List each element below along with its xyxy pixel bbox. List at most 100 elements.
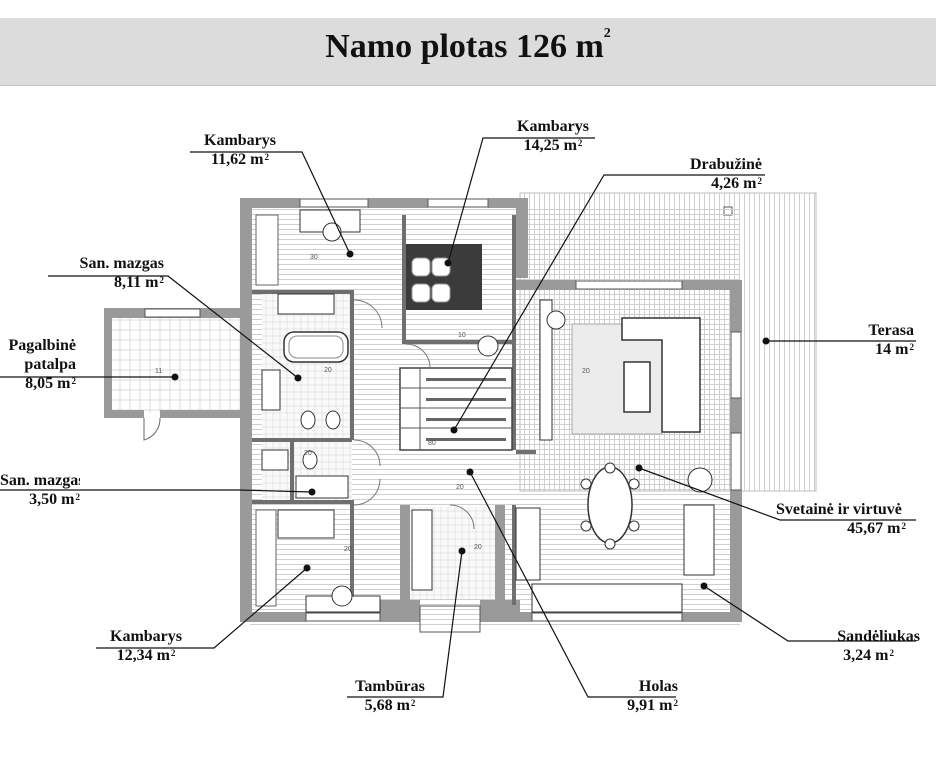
tv-unit [539, 299, 553, 441]
tambour-cabinet [411, 509, 433, 591]
label-tamburas: Tambūras 5,68 m2 [340, 677, 440, 715]
label-holas: Holas 9,91 m2 [596, 677, 678, 715]
room-name: Terasa [868, 322, 914, 339]
area-sup: 2 [757, 176, 763, 186]
room-name: Sandėliukas [837, 628, 920, 645]
label-kambarys-1162: Kambarys 11,62 m2 [186, 131, 294, 169]
plan-title-text: Namo plotas 126 m [325, 28, 604, 65]
room-area: 11,62 m [211, 151, 264, 168]
plant-living [546, 310, 566, 330]
area-sup: 2 [673, 698, 679, 708]
room-name: Holas [638, 678, 678, 695]
room-area: 9,91 m [627, 697, 673, 714]
windows [299, 198, 742, 633]
label-san-mazgas-350: San. mazgas 3,50 m2 [0, 471, 80, 509]
coffee-table [623, 361, 651, 413]
room-area: 3,24 m [843, 647, 889, 664]
rug [571, 323, 663, 435]
room-name: Drabužinė [690, 156, 762, 173]
leader-lines [0, 137, 916, 698]
bedroom-bench-top [277, 293, 335, 315]
chair-top [322, 222, 342, 242]
sofa [621, 317, 701, 433]
wc-sink [261, 449, 289, 471]
mark-3: 20 [324, 367, 332, 374]
bed-pillows [411, 257, 451, 303]
area-sup: 2 [889, 648, 895, 658]
closet-left-1 [255, 214, 279, 286]
leader-dots [171, 250, 770, 590]
mark-9: 20 [344, 546, 352, 553]
label-san-mazgas-811: San. mazgas 8,11 m2 [40, 254, 164, 292]
hall-plant [477, 335, 499, 357]
bathtub [283, 331, 349, 363]
room-name: Tambūras [355, 678, 425, 695]
area-sup: 2 [901, 521, 907, 531]
label-sandeliukas: Sandėliukas 3,24 m2 [790, 627, 920, 665]
label-pagalbine: Pagalbinė patalpa 8,05 m2 [0, 336, 76, 393]
label-svetaine: Svetainė ir virtuvė 45,67 m2 [776, 500, 936, 538]
room-name: Kambarys [110, 628, 182, 645]
wardrobe-hangers [426, 378, 506, 441]
bathroom-sink [261, 369, 281, 411]
area-sup: 2 [75, 492, 81, 502]
area-sup: 2 [264, 152, 269, 162]
wardrobe [399, 367, 513, 451]
chair-bottom [331, 585, 353, 607]
label-kambarys-1234: Kambarys 12,34 m2 [92, 627, 200, 665]
room-area: 8,11 m [114, 274, 159, 291]
annex-window [144, 308, 201, 318]
door-arcs [353, 299, 475, 530]
room-area: 45,67 m [847, 520, 901, 537]
plant-terrace [687, 467, 713, 493]
label-terasa: Terasa 14 m2 [830, 321, 914, 359]
plan-marks: 30 10 20 20 11 20 80 20 20 20 [155, 254, 590, 553]
room-name: Kambarys [517, 118, 589, 135]
room-name: San. mazgas [79, 255, 164, 272]
room-area: 5,68 m [364, 697, 410, 714]
room-area: 4,26 m [711, 175, 757, 192]
closet-left-2 [255, 509, 277, 607]
wardrobe-rails [400, 368, 512, 450]
mark-10: 20 [474, 544, 482, 551]
room-area: 3,50 m [29, 491, 75, 508]
mark-1: 30 [310, 254, 318, 261]
annex-door [143, 417, 161, 441]
plan-title: Namo plotas 126 m2 [0, 26, 936, 66]
area-sup: 2 [909, 342, 915, 352]
label-kambarys-1425: Kambarys 14,25 m2 [496, 117, 610, 155]
kitchen-counter [531, 583, 683, 613]
area-sup: 2 [159, 275, 165, 285]
mark-2: 10 [458, 332, 466, 339]
area-sup: 2 [170, 648, 176, 658]
toilet-1 [300, 410, 316, 430]
title-bar [0, 18, 936, 86]
area-sup: 2 [71, 376, 77, 386]
wc-toilet [302, 450, 318, 470]
room-area: 14 m [875, 341, 909, 358]
bedroom-bench-bottom [277, 509, 335, 539]
room-name: Kambarys [204, 132, 276, 149]
mark-5: 11 [155, 368, 162, 375]
dining-table [587, 466, 633, 544]
room-name: Svetainė ir virtuvė [776, 501, 902, 518]
outer-walls [240, 198, 742, 622]
room-area: 8,05 m [25, 375, 71, 392]
mark-6: 20 [304, 450, 312, 457]
mark-7: 80 [428, 440, 436, 447]
storage-shelves [683, 504, 715, 576]
room-name: San. mazgas [0, 472, 80, 489]
area-sup: 2 [577, 138, 583, 148]
wc-shower [295, 475, 349, 499]
room-name-2: patalpa [24, 356, 76, 373]
dining-chairs [580, 462, 640, 550]
mark-4: 20 [582, 368, 590, 375]
mark-8: 20 [456, 484, 464, 491]
plan-title-sup: 2 [603, 26, 611, 41]
annex-floor [110, 318, 240, 413]
room-area: 12,34 m [116, 647, 170, 664]
label-drabuzine: Drabužinė 4,26 m2 [646, 155, 762, 193]
room-area: 14,25 m [523, 137, 577, 154]
room-name: Pagalbinė [8, 337, 76, 354]
